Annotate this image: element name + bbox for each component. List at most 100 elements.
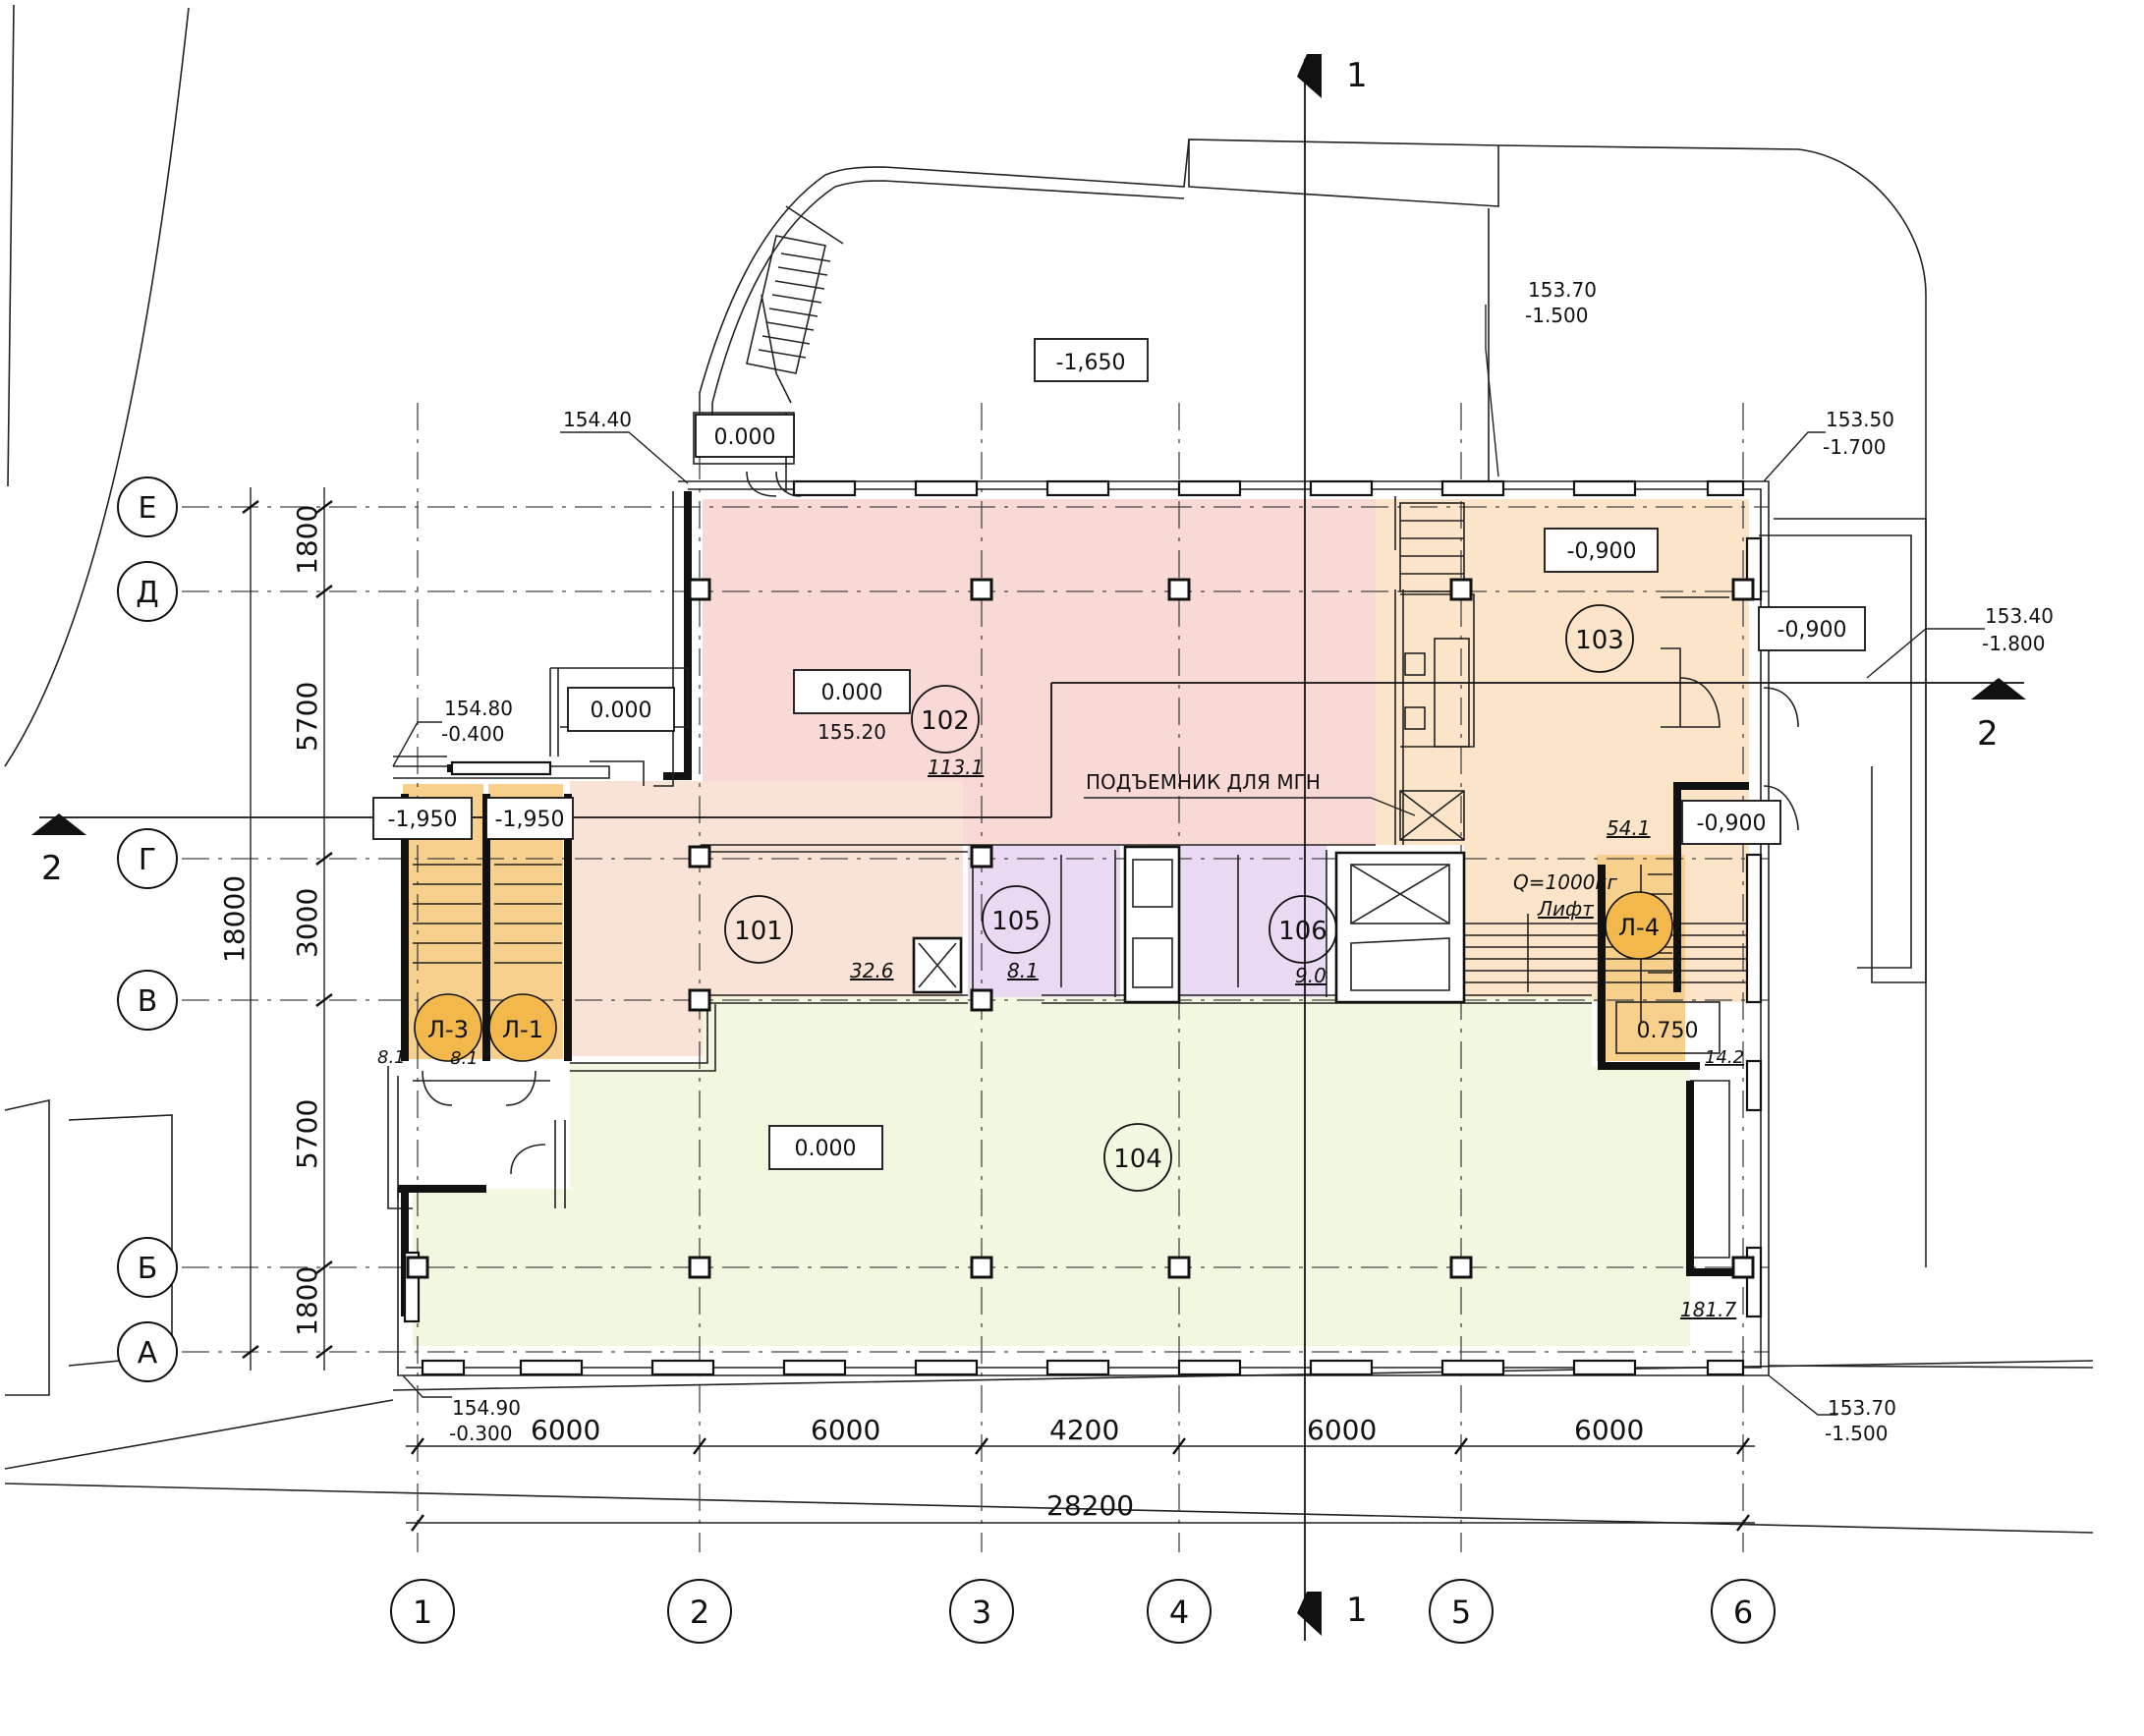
dim-v-4: 5700 <box>291 1099 323 1169</box>
elevation-mark-bottom-right: 153.70 -1.500 <box>1768 1374 1896 1445</box>
level-marks: -1,650 0.000 0.000 155.20 0.000 0.000 -0… <box>372 338 1866 1170</box>
axis-row-d: Д <box>117 561 178 622</box>
axis-row-b: Б <box>117 1237 178 1298</box>
room-102-number: 102 <box>921 706 970 736</box>
section-1-label-top: 1 <box>1346 56 1368 95</box>
lift-label: Лифт <box>1537 897 1595 921</box>
axis-column-1: 1 <box>390 1579 455 1644</box>
room-103-number: 103 <box>1575 626 1624 655</box>
columns <box>406 578 1755 1279</box>
svg-text:0.000: 0.000 <box>821 681 883 705</box>
svg-text:-1.700: -1.700 <box>1823 435 1886 459</box>
stair-l1-circle <box>488 993 557 1062</box>
dim-h-5: 6000 <box>1574 1414 1644 1446</box>
dim-v-1: 1800 <box>291 505 323 575</box>
svg-text:3: 3 <box>972 1594 991 1631</box>
dim-h-2: 6000 <box>811 1414 880 1446</box>
svg-text:-0.300: -0.300 <box>449 1422 512 1445</box>
room-105-fill <box>968 845 1120 997</box>
walls <box>387 471 1799 1376</box>
axis-bubbles: 1 2 3 4 5 6 Е Д <box>117 476 1776 1644</box>
room-104-number: 104 <box>1113 1145 1162 1174</box>
svg-text:0.750: 0.750 <box>1637 1019 1699 1043</box>
svg-text:А: А <box>138 1336 158 1371</box>
level-ramp-right: -0,900 <box>1758 606 1866 651</box>
small-area-label: 8.1 <box>377 1047 406 1068</box>
room-105: 105 8.1 <box>982 885 1050 982</box>
dim-h-total: 28200 <box>1046 1489 1134 1522</box>
room-102-area: 113.1 <box>928 756 984 779</box>
axis-row-a: А <box>117 1321 178 1382</box>
room-101: 101 32.6 <box>724 895 894 982</box>
svg-text:-1,950: -1,950 <box>495 808 565 832</box>
stair-l3-circle <box>414 993 482 1062</box>
stairs-interior <box>413 864 1673 1062</box>
svg-text:-1.500: -1.500 <box>1825 1422 1888 1445</box>
axis-column-4: 4 <box>1147 1579 1212 1644</box>
stair-l1: Л-1 <box>502 1016 543 1043</box>
section-1-label-bottom: 1 <box>1346 1591 1368 1630</box>
room-101-area: 32.6 <box>850 959 894 982</box>
level-stair-l4-bottom: 0.750 <box>1637 1019 1699 1043</box>
svg-text:-0,900: -0,900 <box>1697 812 1767 836</box>
svg-text:-0,900: -0,900 <box>1777 618 1847 643</box>
svg-text:4: 4 <box>1169 1594 1189 1631</box>
room-106-area: 9.0 <box>1295 964 1326 987</box>
section-2-label-right: 2 <box>1977 714 1999 754</box>
dim-v-total: 18000 <box>218 875 251 963</box>
dim-h-3: 4200 <box>1049 1414 1119 1446</box>
room-104-area: 181.7 <box>1680 1298 1737 1321</box>
svg-text:155.20: 155.20 <box>818 720 886 744</box>
elevation-mark-left: 154.80 -0.400 <box>392 697 513 767</box>
svg-text:153.70: 153.70 <box>1828 1396 1896 1420</box>
stair-l4-area: 14.2 <box>1705 1047 1744 1068</box>
axis-row-v: В <box>117 970 178 1031</box>
room-103-area: 54.1 <box>1607 816 1651 840</box>
section-2-arrow-right <box>1971 678 2026 700</box>
room-labels: 101 32.6 102 113.1 103 54.1 104 181.7 10… <box>377 604 1744 1321</box>
svg-text:0.000: 0.000 <box>591 699 652 723</box>
dimension-lines: 6000 6000 4200 6000 6000 28200 1800 5700… <box>218 487 1755 1532</box>
svg-text:154.90: 154.90 <box>452 1396 521 1420</box>
axis-column-2: 2 <box>667 1579 732 1644</box>
elevation-mark-top-right: 153.50 -1.700 <box>1763 408 1894 482</box>
svg-text:-1,950: -1,950 <box>388 808 458 832</box>
elevation-mark-right: 153.40 -1.800 <box>1866 604 2054 679</box>
svg-text:Г: Г <box>139 843 156 877</box>
svg-text:5: 5 <box>1451 1594 1471 1631</box>
dim-v-2: 5700 <box>291 682 323 752</box>
level-entrance-top: 0.000 <box>695 414 795 458</box>
stair-l4-label: Л-4 <box>1618 914 1660 941</box>
svg-text:1: 1 <box>413 1594 432 1631</box>
dim-h-1: 6000 <box>531 1414 600 1446</box>
svg-text:0.000: 0.000 <box>795 1137 857 1161</box>
level-stair-l3: -1,950 <box>372 797 473 840</box>
section-1-arrow-bottom <box>1297 1592 1322 1636</box>
svg-text:153.40: 153.40 <box>1985 604 2054 628</box>
room-106: 106 9.0 <box>1269 895 1337 987</box>
svg-text:2: 2 <box>690 1594 709 1631</box>
dim-v-5: 1800 <box>291 1266 323 1336</box>
site-context <box>4 4 2094 1534</box>
stair-l4-circle <box>1605 891 1673 960</box>
svg-text:Б: Б <box>138 1252 158 1286</box>
elevation-mark-top-middle: 153.70 -1.500 <box>1485 278 1597 477</box>
svg-text:В: В <box>138 984 158 1019</box>
svg-text:154.40: 154.40 <box>563 408 632 431</box>
room-105-area: 8.1 <box>1007 959 1039 982</box>
dim-h-4: 6000 <box>1307 1414 1377 1446</box>
svg-text:-0,900: -0,900 <box>1567 539 1637 564</box>
axis-row-e: Е <box>117 476 178 537</box>
room-105-number: 105 <box>991 907 1041 936</box>
level-entrance-left: 0.000 <box>567 687 675 732</box>
section-2-label-left: 2 <box>41 849 63 888</box>
svg-text:Е: Е <box>139 491 157 526</box>
lift-capacity-label: Q=1000кг <box>1513 870 1617 894</box>
section-1-arrow-top <box>1297 54 1322 98</box>
room-106-number: 106 <box>1278 917 1327 946</box>
room-101-number: 101 <box>734 917 783 946</box>
room-fills <box>403 499 1749 1346</box>
level-room-104: 0.000 <box>768 1125 883 1170</box>
svg-text:6: 6 <box>1733 1594 1753 1631</box>
